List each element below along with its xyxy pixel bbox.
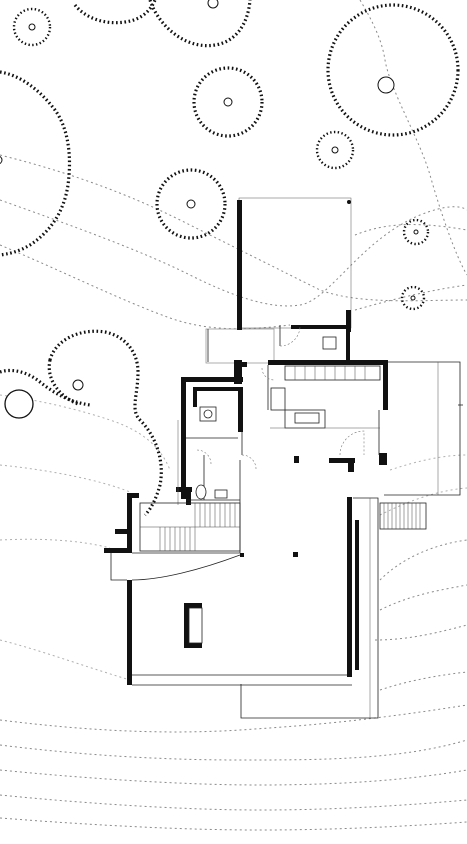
contour-line [0, 538, 111, 549]
building [104, 197, 463, 719]
contour-line [354, 284, 467, 311]
tree-canopy [315, 130, 355, 170]
tree-canopy [12, 7, 52, 47]
contour-line [0, 639, 131, 681]
toilet [195, 484, 207, 500]
tree-canopy [402, 218, 430, 246]
contour-line [379, 584, 467, 611]
tree-trunk [0, 155, 3, 165]
deck-outline [384, 361, 461, 496]
columns [240, 200, 351, 557]
sink-unit [294, 412, 320, 424]
door-swing [339, 430, 365, 456]
bath-cabinet [214, 489, 228, 499]
tree-canopy [400, 285, 426, 311]
contour-line [374, 624, 467, 641]
curved-landing [131, 554, 241, 581]
contour-line [379, 539, 467, 581]
tree-trunk [413, 229, 419, 235]
entry-step [110, 553, 127, 581]
tree-trunk [186, 199, 196, 209]
terrace-outline [238, 197, 352, 329]
tree-trunk [4, 389, 34, 419]
contour-line [0, 199, 467, 307]
tree-canopy [0, 70, 72, 257]
trees [0, 0, 460, 517]
sofa [184, 603, 203, 648]
interior-stair [139, 502, 241, 552]
contour-line [0, 769, 467, 786]
door-swing [196, 449, 212, 465]
door-swing [241, 454, 257, 470]
contour-line [0, 244, 291, 330]
contour-line [0, 154, 467, 302]
tree-canopy [326, 3, 460, 137]
tree-canopy [155, 168, 227, 240]
tree-trunk [377, 76, 395, 94]
tree-canopy [0, 368, 91, 407]
contour-line [379, 487, 467, 516]
kitchen-counter [284, 365, 381, 381]
contour-line [0, 704, 467, 733]
contour-line [379, 671, 467, 691]
contour-line [0, 794, 467, 811]
contour-line [0, 739, 467, 761]
tree-trunk [331, 146, 339, 154]
tree-canopy [192, 66, 264, 138]
contour-line [0, 464, 131, 493]
tree-trunk [410, 295, 416, 301]
partitions [132, 325, 380, 686]
sink-bowl [203, 409, 213, 419]
range-unit [270, 387, 286, 411]
lower-deck [240, 497, 379, 719]
tree-canopy [73, 0, 157, 25]
contour-line [389, 454, 467, 471]
tree-trunk [72, 379, 84, 391]
contour-line [359, 0, 467, 276]
contour-line [0, 817, 467, 831]
door-swing [261, 367, 275, 381]
tree-trunk [223, 97, 233, 107]
walls [104, 200, 388, 685]
contour-line [354, 224, 467, 236]
door-swing [279, 325, 301, 347]
tree-trunk [28, 23, 36, 31]
entry-closet [322, 336, 337, 350]
tree-canopy [148, 0, 252, 48]
tree-trunk [207, 0, 219, 9]
entry-canopy [205, 328, 275, 364]
tree-canopy [47, 329, 163, 517]
exterior-stair [379, 502, 427, 530]
